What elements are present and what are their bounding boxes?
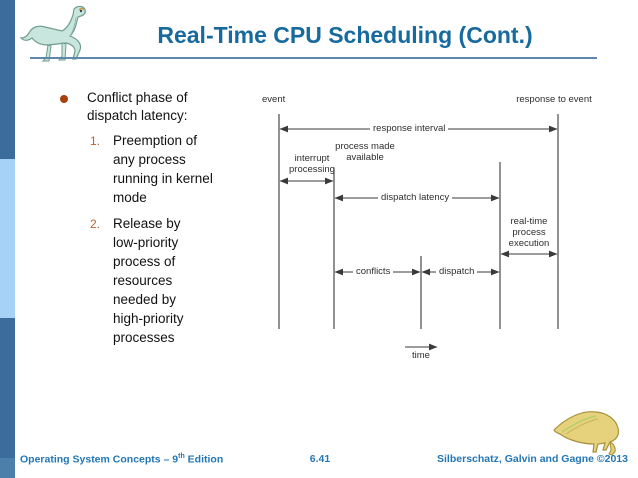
title-underline (30, 57, 597, 59)
bullet-marker (60, 95, 68, 103)
edge-bar-segment-footer (0, 458, 15, 478)
list-number-2: 2. (90, 217, 101, 231)
edge-bar-segment-top (0, 0, 15, 159)
footer-edition-text: Edition (184, 453, 224, 466)
label-response-to-event: response to event (516, 94, 592, 105)
footer-edition-sup: th (178, 453, 185, 460)
dispatch-latency-diagram: event response to event response interva… (250, 88, 638, 378)
label-time: time (412, 350, 430, 361)
bullet-conflict-phase: Conflict phase of dispatch latency: (87, 90, 188, 123)
dinosaur-logo-icon (19, 5, 86, 62)
list-item-release: Release by low-priority process of resou… (113, 216, 184, 345)
footer-page-number: 6.41 (309, 453, 331, 465)
list-item-preemption: Preemption of any process running in ker… (113, 133, 213, 205)
label-dispatch-latency: dispatch latency (378, 192, 453, 203)
footer-book-title: Operating System Concepts – 9th Edition (20, 453, 223, 466)
label-response-interval: response interval (370, 123, 449, 134)
edge-bar-segment-bottom (0, 318, 15, 458)
dinosaur-footer-icon (553, 411, 620, 456)
footer-authors: Silberschatz, Galvin and Gagne ©2013 (437, 453, 628, 465)
left-edge-bar (0, 0, 15, 478)
label-interrupt-processing: interrupt processing (289, 153, 335, 175)
footer-book-title-text: Operating System Concepts – 9 (20, 453, 179, 466)
label-conflicts: conflicts (353, 266, 394, 277)
label-event: event (262, 94, 286, 105)
label-process-made-available: process made available (335, 141, 395, 163)
label-dispatch: dispatch (436, 266, 478, 277)
label-real-time-process-execution: real-time process execution (508, 216, 550, 249)
edge-bar-segment-middle (0, 159, 15, 318)
page-title: Real-Time CPU Scheduling (Cont.) (157, 22, 533, 48)
list-number-1: 1. (90, 134, 101, 148)
